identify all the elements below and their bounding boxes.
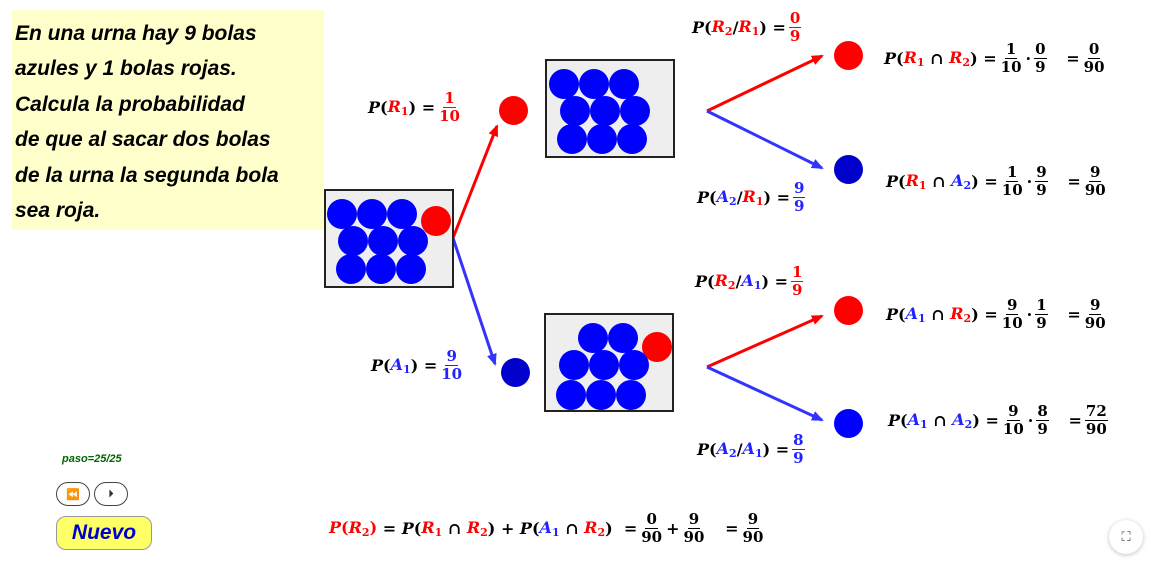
blue-ball <box>589 350 619 380</box>
blue-ball <box>368 226 398 256</box>
node-red-top <box>834 41 863 70</box>
blue-ball <box>387 199 417 229</box>
problem-line: Calcula la probabilidad <box>15 92 245 116</box>
problem-line: En una urna hay 9 bolas <box>15 22 257 45</box>
next-step-button[interactable]: ⏵ <box>94 482 128 506</box>
blue-ball <box>396 254 426 284</box>
fullscreen-button[interactable]: ⛶ <box>1109 520 1143 554</box>
new-problem-button[interactable]: Nuevo <box>56 516 152 550</box>
problem-line: de que al sacar dos bolas <box>15 128 271 152</box>
fullscreen-icon: ⛶ <box>1121 529 1131 545</box>
blue-ball <box>557 124 587 154</box>
node-red-bottom <box>834 296 863 325</box>
blue-ball <box>587 124 617 154</box>
arrow-top-blue <box>706 109 824 170</box>
blue-ball <box>579 69 609 99</box>
problem-statement: En una urna hay 9 bolas azules y 1 bolas… <box>12 10 324 230</box>
urn-initial <box>324 189 454 288</box>
red-ball <box>421 206 451 236</box>
node-blue-top <box>834 155 863 184</box>
blue-ball <box>357 199 387 229</box>
blue-ball <box>619 350 649 380</box>
arrow-first-red <box>451 124 499 239</box>
urn-after-blue <box>544 313 674 412</box>
play-step-icon: ⏵ <box>108 487 114 500</box>
blue-ball <box>616 380 646 410</box>
blue-ball <box>336 254 366 284</box>
blue-ball <box>609 69 639 99</box>
step-counter: paso=25/25 <box>62 453 122 465</box>
blue-ball <box>549 69 579 99</box>
previous-step-button[interactable]: ⏪ <box>56 482 90 506</box>
problem-line: azules y 1 bolas rojas. <box>15 57 237 81</box>
blue-ball <box>620 96 650 126</box>
blue-ball <box>608 323 638 353</box>
arrow-bottom-blue <box>706 365 824 422</box>
blue-ball <box>560 96 590 126</box>
blue-ball <box>556 380 586 410</box>
blue-ball <box>559 350 589 380</box>
blue-ball <box>338 226 368 256</box>
node-blue-first <box>501 358 530 387</box>
urn-after-red <box>545 59 675 158</box>
blue-ball <box>366 254 396 284</box>
blue-ball <box>327 199 357 229</box>
arrow-top-red <box>706 54 824 113</box>
problem-line: de la urna la segunda bola <box>15 163 279 187</box>
arrow-first-blue <box>451 237 497 366</box>
blue-ball <box>590 96 620 126</box>
blue-ball <box>398 226 428 256</box>
arrow-bottom-red <box>706 314 824 369</box>
node-red-first <box>499 96 528 125</box>
problem-line: sea roja. <box>15 199 101 223</box>
blue-ball <box>578 323 608 353</box>
blue-ball <box>617 124 647 154</box>
blue-ball <box>586 380 616 410</box>
rewind-icon: ⏪ <box>66 487 80 501</box>
node-blue-bottom <box>834 409 863 438</box>
